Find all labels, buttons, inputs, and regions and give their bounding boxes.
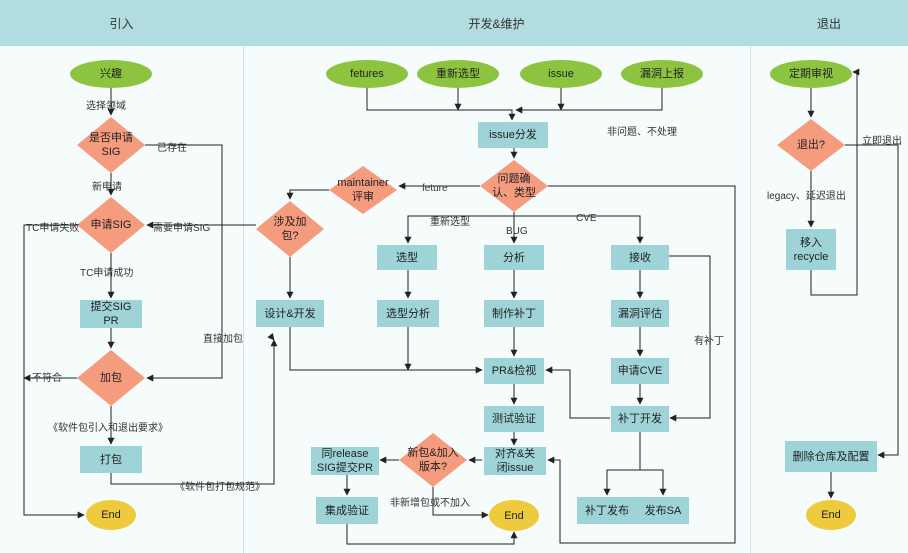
diamond-add-pkg: [77, 350, 145, 406]
label-feture: feture: [422, 183, 448, 194]
diamond-apply-sig: [77, 197, 145, 253]
diamond-maintainer: [329, 166, 397, 214]
node-vuln-assess: 漏洞评估: [611, 300, 669, 327]
node-maintainer-review: maintainer 评审: [337, 177, 389, 203]
label-tc-fail: TC申请失败: [26, 223, 80, 234]
node-problem-confirm: 问题确 认、类型: [492, 173, 536, 199]
node-move-recycle: 移入 recycle: [786, 229, 836, 270]
node-receive: 接收: [611, 245, 669, 270]
label-need-apply: 需要申请SIG: [153, 223, 211, 234]
node-fetures: fetures: [326, 60, 408, 88]
label-new-apply: 新申请: [92, 182, 122, 193]
node-exit-question: 退出?: [796, 139, 826, 151]
lane-divider: [243, 46, 244, 553]
node-align-close: 对齐&关 闭issue: [484, 447, 546, 475]
node-issue: issue: [520, 60, 602, 88]
label-cve: CVE: [576, 213, 597, 224]
node-apply-sig: 申请SIG: [90, 219, 132, 231]
diamond-is-sig: [77, 117, 145, 173]
lane-header-exit: 退出: [750, 0, 908, 46]
node-analyze: 分析: [484, 245, 544, 270]
node-end-left: End: [86, 500, 136, 530]
node-submit-pr: 提交SIG PR: [80, 300, 142, 328]
node-make-patch: 制作补丁: [484, 300, 544, 327]
label-not-issue: 非问题、不处理: [607, 127, 677, 138]
lane-divider: [750, 46, 751, 553]
label-legacy: legacy、延迟退出: [767, 191, 846, 202]
label-exists: 已存在: [157, 143, 187, 154]
node-periodic-review: 定期审视: [770, 60, 852, 88]
diamond-involve-pkg: [256, 201, 324, 257]
node-design-dev: 设计&开发: [256, 300, 324, 327]
label-bug: BUG: [506, 226, 528, 237]
node-interest: 兴趣: [70, 60, 152, 88]
label-not-new: 非新增包或不加入: [390, 498, 470, 509]
node-involve-pkg: 涉及加 包?: [273, 216, 307, 242]
node-delete-repo: 删除仓库及配置: [785, 441, 877, 472]
node-patch-dev: 补丁开发: [611, 406, 669, 432]
diamond-problem-confirm: [480, 160, 548, 212]
node-test-verify: 测试验证: [484, 406, 544, 432]
label-has-patch: 有补丁: [694, 336, 724, 347]
node-apply-cve: 申请CVE: [611, 358, 669, 384]
node-is-sig: 是否申请 SIG: [89, 132, 133, 158]
lane-header-dev: 开发&维护: [243, 0, 750, 46]
node-end-mid: End: [489, 500, 539, 531]
node-reselect: 重新选型: [417, 60, 499, 88]
node-publish-sa: 发布SA: [637, 497, 689, 524]
node-select: 选型: [377, 245, 437, 270]
label-pkg-spec: 《软件包打包规范》: [175, 482, 265, 493]
diamond-new-pkg: [399, 433, 467, 487]
lane-header-intro: 引入: [0, 0, 243, 46]
diamond-exit: [777, 119, 845, 171]
label-tc-success: TC申请成功: [80, 268, 134, 279]
label-not-conform: 不符合: [32, 373, 62, 384]
node-issue-dispatch: issue分发: [478, 122, 548, 148]
node-new-pkg: 新包&加入 版本?: [407, 447, 459, 473]
node-add-pkg: 加包: [100, 372, 122, 384]
label-pkg-requirements: 《软件包引入和退出要求》: [48, 423, 168, 434]
node-integ-verify: 集成验证: [316, 497, 378, 524]
label-reselect: 重新选型: [430, 217, 470, 228]
node-package: 打包: [80, 446, 142, 473]
node-patch-release: 补丁发布: [577, 497, 637, 524]
label-direct-add: 直接加包: [203, 334, 243, 345]
node-vuln-report: 漏洞上报: [621, 60, 703, 88]
node-release-pr: 同release SIG提交PR: [311, 447, 379, 475]
label-exit-now: 立即退出: [862, 136, 902, 147]
label-choose-domain: 选择领域: [86, 101, 126, 112]
node-select-analyze: 选型分析: [377, 300, 439, 327]
node-end-right: End: [806, 500, 856, 530]
node-pr-review: PR&检视: [484, 358, 544, 384]
